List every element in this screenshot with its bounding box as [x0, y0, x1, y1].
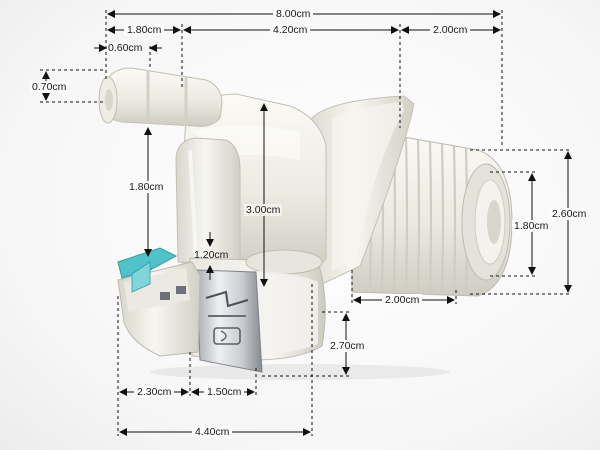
inlet-nozzle [98, 67, 223, 127]
thread-length-label: 2.00cm [430, 24, 471, 36]
base-width-label: 4.40cm [192, 426, 233, 438]
metal-bracket [195, 269, 263, 373]
thread-width-label: 2.00cm [382, 294, 423, 306]
stem-height-label: 1.80cm [127, 181, 166, 193]
extension-lines [40, 10, 572, 436]
nozzle-offset-label: 1.80cm [124, 24, 165, 36]
thread-outer-label: 2.60cm [550, 208, 589, 220]
water-inlet-valve-image [98, 67, 513, 380]
nozzle-diameter-label: 0.70cm [30, 81, 69, 93]
coil-height-label: 2.70cm [328, 340, 367, 352]
connector-width-label: 2.30cm [134, 386, 175, 398]
electrical-connector [117, 247, 201, 357]
body-length-label: 4.20cm [270, 24, 311, 36]
thread-inner-label: 1.80cm [512, 220, 551, 232]
nozzle-tip-label: 0.60cm [108, 42, 143, 54]
coil-step-label: 1.20cm [194, 249, 229, 261]
valve-body [175, 93, 327, 273]
coil-width-label: 1.50cm [204, 386, 245, 398]
overall-length-label: 8.00cm [273, 8, 314, 20]
body-height-label: 3.00cm [244, 204, 283, 216]
